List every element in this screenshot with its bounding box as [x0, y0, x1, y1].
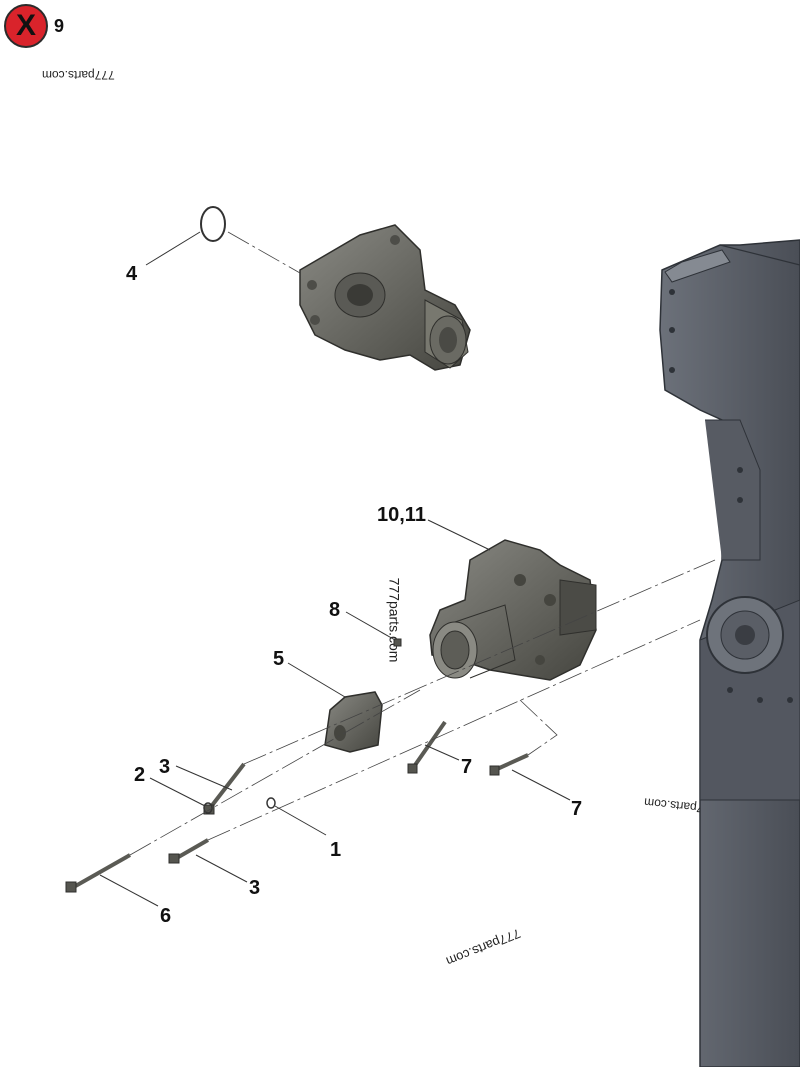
callout-5: 5 — [273, 648, 284, 670]
o-ring-4 — [200, 206, 226, 242]
lower-housing — [429, 539, 597, 681]
callout-8: 8 — [329, 599, 340, 621]
callout-7-upper: 7 — [461, 756, 472, 778]
close-icon[interactable]: X — [4, 4, 48, 48]
callout-1: 1 — [330, 839, 341, 861]
center-lines — [129, 231, 716, 856]
callout-6: 6 — [160, 905, 171, 927]
o-ring-2 — [203, 802, 213, 814]
callout-2: 2 — [134, 764, 145, 786]
callout-10-11: 10,11 — [377, 504, 426, 526]
leader-lines — [99, 231, 571, 907]
callout-3-lower: 3 — [249, 877, 260, 899]
o-ring-1 — [266, 797, 276, 809]
callout-7-lower: 7 — [571, 798, 582, 820]
callout-4: 4 — [126, 263, 138, 285]
engine-block — [659, 239, 800, 1067]
page-number: 9 — [54, 16, 65, 36]
bolts — [65, 638, 529, 893]
bracket — [324, 691, 383, 753]
upper-housing — [299, 224, 471, 371]
callout-3-upper: 3 — [159, 756, 170, 778]
